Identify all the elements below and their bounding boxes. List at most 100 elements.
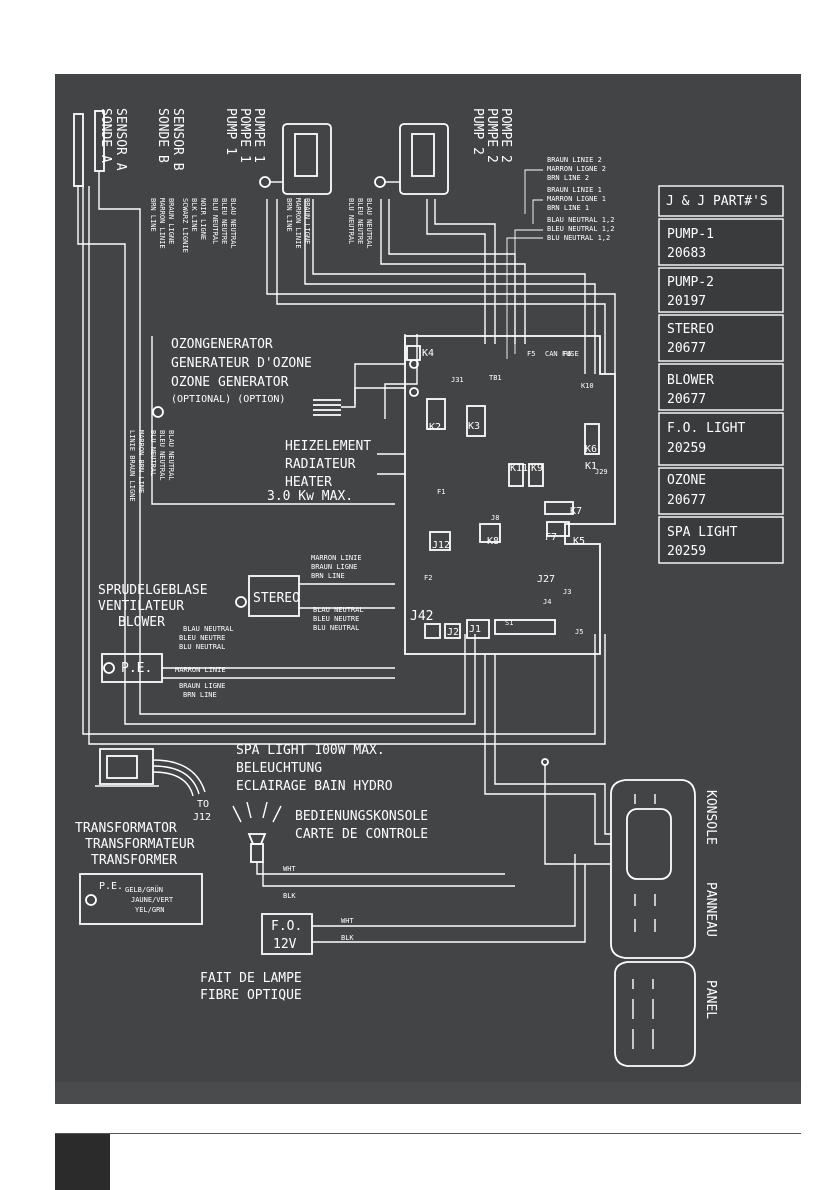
svg-text:BLU NEUTRAL: BLU NEUTRAL	[179, 643, 225, 651]
svg-text:S1: S1	[505, 619, 513, 627]
svg-text:K3: K3	[468, 421, 480, 432]
svg-text:BLEU NEUTRAL 1,2: BLEU NEUTRAL 1,2	[547, 225, 614, 233]
svg-text:MARRON LIGNE 1: MARRON LIGNE 1	[547, 195, 606, 203]
svg-text:BLU NEUTRAL: BLU NEUTRAL	[211, 198, 219, 244]
svg-text:BLEU NEUTRAL: BLEU NEUTRAL	[158, 430, 166, 481]
svg-text:SPRUDELGEBLASE: SPRUDELGEBLASE	[98, 583, 208, 598]
svg-text:PUMP-1: PUMP-1	[667, 227, 714, 242]
panel-bottom-band	[55, 1082, 801, 1104]
svg-text:LINIE BRAUN LIGNE: LINIE BRAUN LIGNE	[128, 430, 136, 502]
svg-text:BLAU NEUTRAL: BLAU NEUTRAL	[365, 198, 373, 249]
main-wiring	[82, 169, 616, 745]
svg-text:J8: J8	[491, 514, 499, 522]
fiber-optic-wires: WHT BLK	[341, 917, 354, 942]
blower-wire-labels: BLAU NEUTRAL BLEU NEUTRE BLU NEUTRAL	[179, 625, 234, 651]
pump-1	[259, 123, 332, 195]
svg-text:CARTE DE CONTROLE: CARTE DE CONTROLE	[295, 827, 428, 842]
svg-text:PANNEAU: PANNEAU	[703, 882, 718, 937]
svg-text:F6: F6	[563, 350, 571, 358]
svg-text:TRANSFORMER: TRANSFORMER	[91, 853, 177, 868]
svg-text:BLAU NEUTRAL: BLAU NEUTRAL	[167, 430, 175, 481]
svg-text:BLK LINE: BLK LINE	[190, 198, 198, 232]
svg-text:F2: F2	[424, 574, 432, 582]
svg-text:J42: J42	[410, 609, 433, 624]
pump-2-wire-labels: BLAU NEUTRAL BLEU NEUTRE BLU NEUTRAL BRA…	[285, 198, 373, 249]
footer-rule	[55, 1133, 801, 1134]
svg-text:BELEUCHTUNG: BELEUCHTUNG	[236, 761, 322, 776]
svg-text:K5: K5	[573, 536, 585, 547]
ozone-generator-label: OZONGENERATOR GENERATEUR D'OZONE OZONE G…	[171, 337, 312, 405]
svg-text:J2: J2	[447, 627, 459, 638]
sensor-a	[73, 113, 126, 284]
svg-text:FIBRE OPTIQUE: FIBRE OPTIQUE	[200, 988, 302, 1003]
page-footer-tab	[55, 1134, 110, 1190]
sensor-a-label: SENSOR A SONDE A	[98, 108, 128, 171]
svg-text:TB1: TB1	[489, 374, 502, 382]
svg-text:MARRON LINIE: MARRON LINIE	[158, 198, 166, 249]
svg-text:BLOWER: BLOWER	[118, 615, 165, 630]
parts-row: F.O. LIGHT 20259	[658, 412, 784, 466]
svg-text:HEATER: HEATER	[285, 475, 332, 490]
svg-text:OZONE GENERATOR: OZONE GENERATOR	[171, 375, 289, 390]
transformer-pe-box: P.E. GELB/GRÜN JAUNE/VERT YEL/GRN	[79, 873, 203, 925]
svg-text:K9: K9	[531, 463, 543, 474]
pump-2-label: POMPE 2 PUMPE 2 PUMP 2	[470, 108, 513, 163]
pump-1-wire-labels: BLAU NEUTRAL BLEU NEUTRE BLU NEUTRAL NOI…	[149, 198, 237, 253]
svg-text:BLAU NEUTRAL: BLAU NEUTRAL	[229, 198, 237, 249]
svg-text:J12: J12	[432, 540, 450, 551]
svg-text:BRAUN LINIE 2: BRAUN LINIE 2	[547, 156, 602, 164]
spa-light-label: SPA LIGHT 100W MAX. BELEUCHTUNG ECLAIRAG…	[236, 743, 393, 794]
pump-1-label: PUMPE 1 POMPE 1 PUMP 1	[223, 108, 266, 163]
svg-text:SPA LIGHT 100W MAX.: SPA LIGHT 100W MAX.	[236, 743, 385, 758]
svg-text:J27: J27	[537, 574, 555, 585]
svg-text:J31: J31	[451, 376, 464, 384]
pump-2	[374, 123, 449, 195]
control-console-label: BEDIENUNGSKONSOLE CARTE DE CONTROLE	[295, 809, 428, 842]
svg-text:J1: J1	[469, 624, 481, 635]
svg-text:J12: J12	[193, 812, 211, 823]
stereo-box	[235, 575, 395, 617]
ozone-generator	[151, 336, 405, 505]
svg-text:GENERATEUR D'OZONE: GENERATEUR D'OZONE	[171, 356, 312, 371]
parts-row: OZONE 20677	[658, 467, 784, 515]
svg-text:POMPE 2: POMPE 2	[498, 108, 513, 163]
wiring-diagram-panel: SENSOR B SONDE B SENSOR A SONDE A PUMPE …	[55, 74, 801, 1104]
pe-box	[101, 653, 395, 683]
parts-table: J & J PART#'S PUMP-1 20683 PUMP-2 20197 …	[658, 185, 784, 564]
board-labels: K4 K2 K3 K6 K1 K11 K9 K7 K8 K5 K10 F1 F2…	[410, 348, 608, 638]
parts-row: PUMP-2 20197	[658, 267, 784, 313]
parts-row: PUMP-1 20683	[658, 218, 784, 266]
svg-text:MARRON LINIE: MARRON LINIE	[175, 666, 226, 674]
svg-text:BLAU NEUTRAL: BLAU NEUTRAL	[313, 606, 364, 614]
svg-text:J5: J5	[575, 628, 583, 636]
sensor-b-label: SENSOR B SONDE B	[155, 108, 185, 171]
svg-text:BLU NEUTRAL: BLU NEUTRAL	[149, 430, 157, 476]
svg-text:BRN LINE: BRN LINE	[311, 572, 345, 580]
svg-text:KONSOLE: KONSOLE	[703, 790, 718, 845]
stereo-bottom-wires: BLAU NEUTRAL BLEU NEUTRE BLU NEUTRAL	[313, 606, 364, 632]
svg-text:MARRON BRN LINE: MARRON BRN LINE	[137, 430, 145, 493]
svg-text:K1: K1	[585, 461, 597, 472]
svg-text:YEL/GRN: YEL/GRN	[135, 906, 165, 914]
svg-text:BLAU NEUTRAL: BLAU NEUTRAL	[183, 625, 234, 633]
svg-text:BLEU NEUTRE: BLEU NEUTRE	[313, 615, 359, 623]
svg-text:PUMP 2: PUMP 2	[470, 108, 485, 155]
svg-text:20677: 20677	[667, 493, 706, 508]
svg-text:POMPE 1: POMPE 1	[237, 108, 252, 163]
supply-wire-labels: BRAUN LINIE 2 MARRON LIGNE 2 BRN LINE 2 …	[547, 156, 614, 242]
svg-text:TRANSFORMATEUR: TRANSFORMATEUR	[85, 837, 195, 852]
svg-text:ECLAIRAGE BAIN HYDRO: ECLAIRAGE BAIN HYDRO	[236, 779, 393, 794]
svg-text:MARRON LINIE: MARRON LINIE	[311, 554, 362, 562]
svg-text:NOIR LIGNE: NOIR LIGNE	[199, 198, 207, 240]
svg-text:20677: 20677	[667, 341, 706, 356]
parts-row: BLOWER 20677	[658, 363, 784, 411]
fiber-optic-label: FAIT DE LAMPE FIBRE OPTIQUE	[200, 971, 302, 1003]
spa-light-wires: WHT BLK	[283, 865, 296, 900]
svg-text:BLAU NEUTRAL 1,2: BLAU NEUTRAL 1,2	[547, 216, 614, 224]
svg-text:F.O.: F.O.	[271, 919, 302, 934]
svg-text:PUMPE 2: PUMPE 2	[484, 108, 499, 163]
parts-row: SPA LIGHT 20259	[658, 516, 784, 564]
svg-text:(OPTIONAL) (OPTION): (OPTIONAL) (OPTION)	[171, 394, 285, 405]
heater-label: HEIZELEMENT RADIATEUR HEATER 3.0 Kw MAX.	[267, 439, 371, 504]
svg-text:K2: K2	[429, 422, 441, 433]
